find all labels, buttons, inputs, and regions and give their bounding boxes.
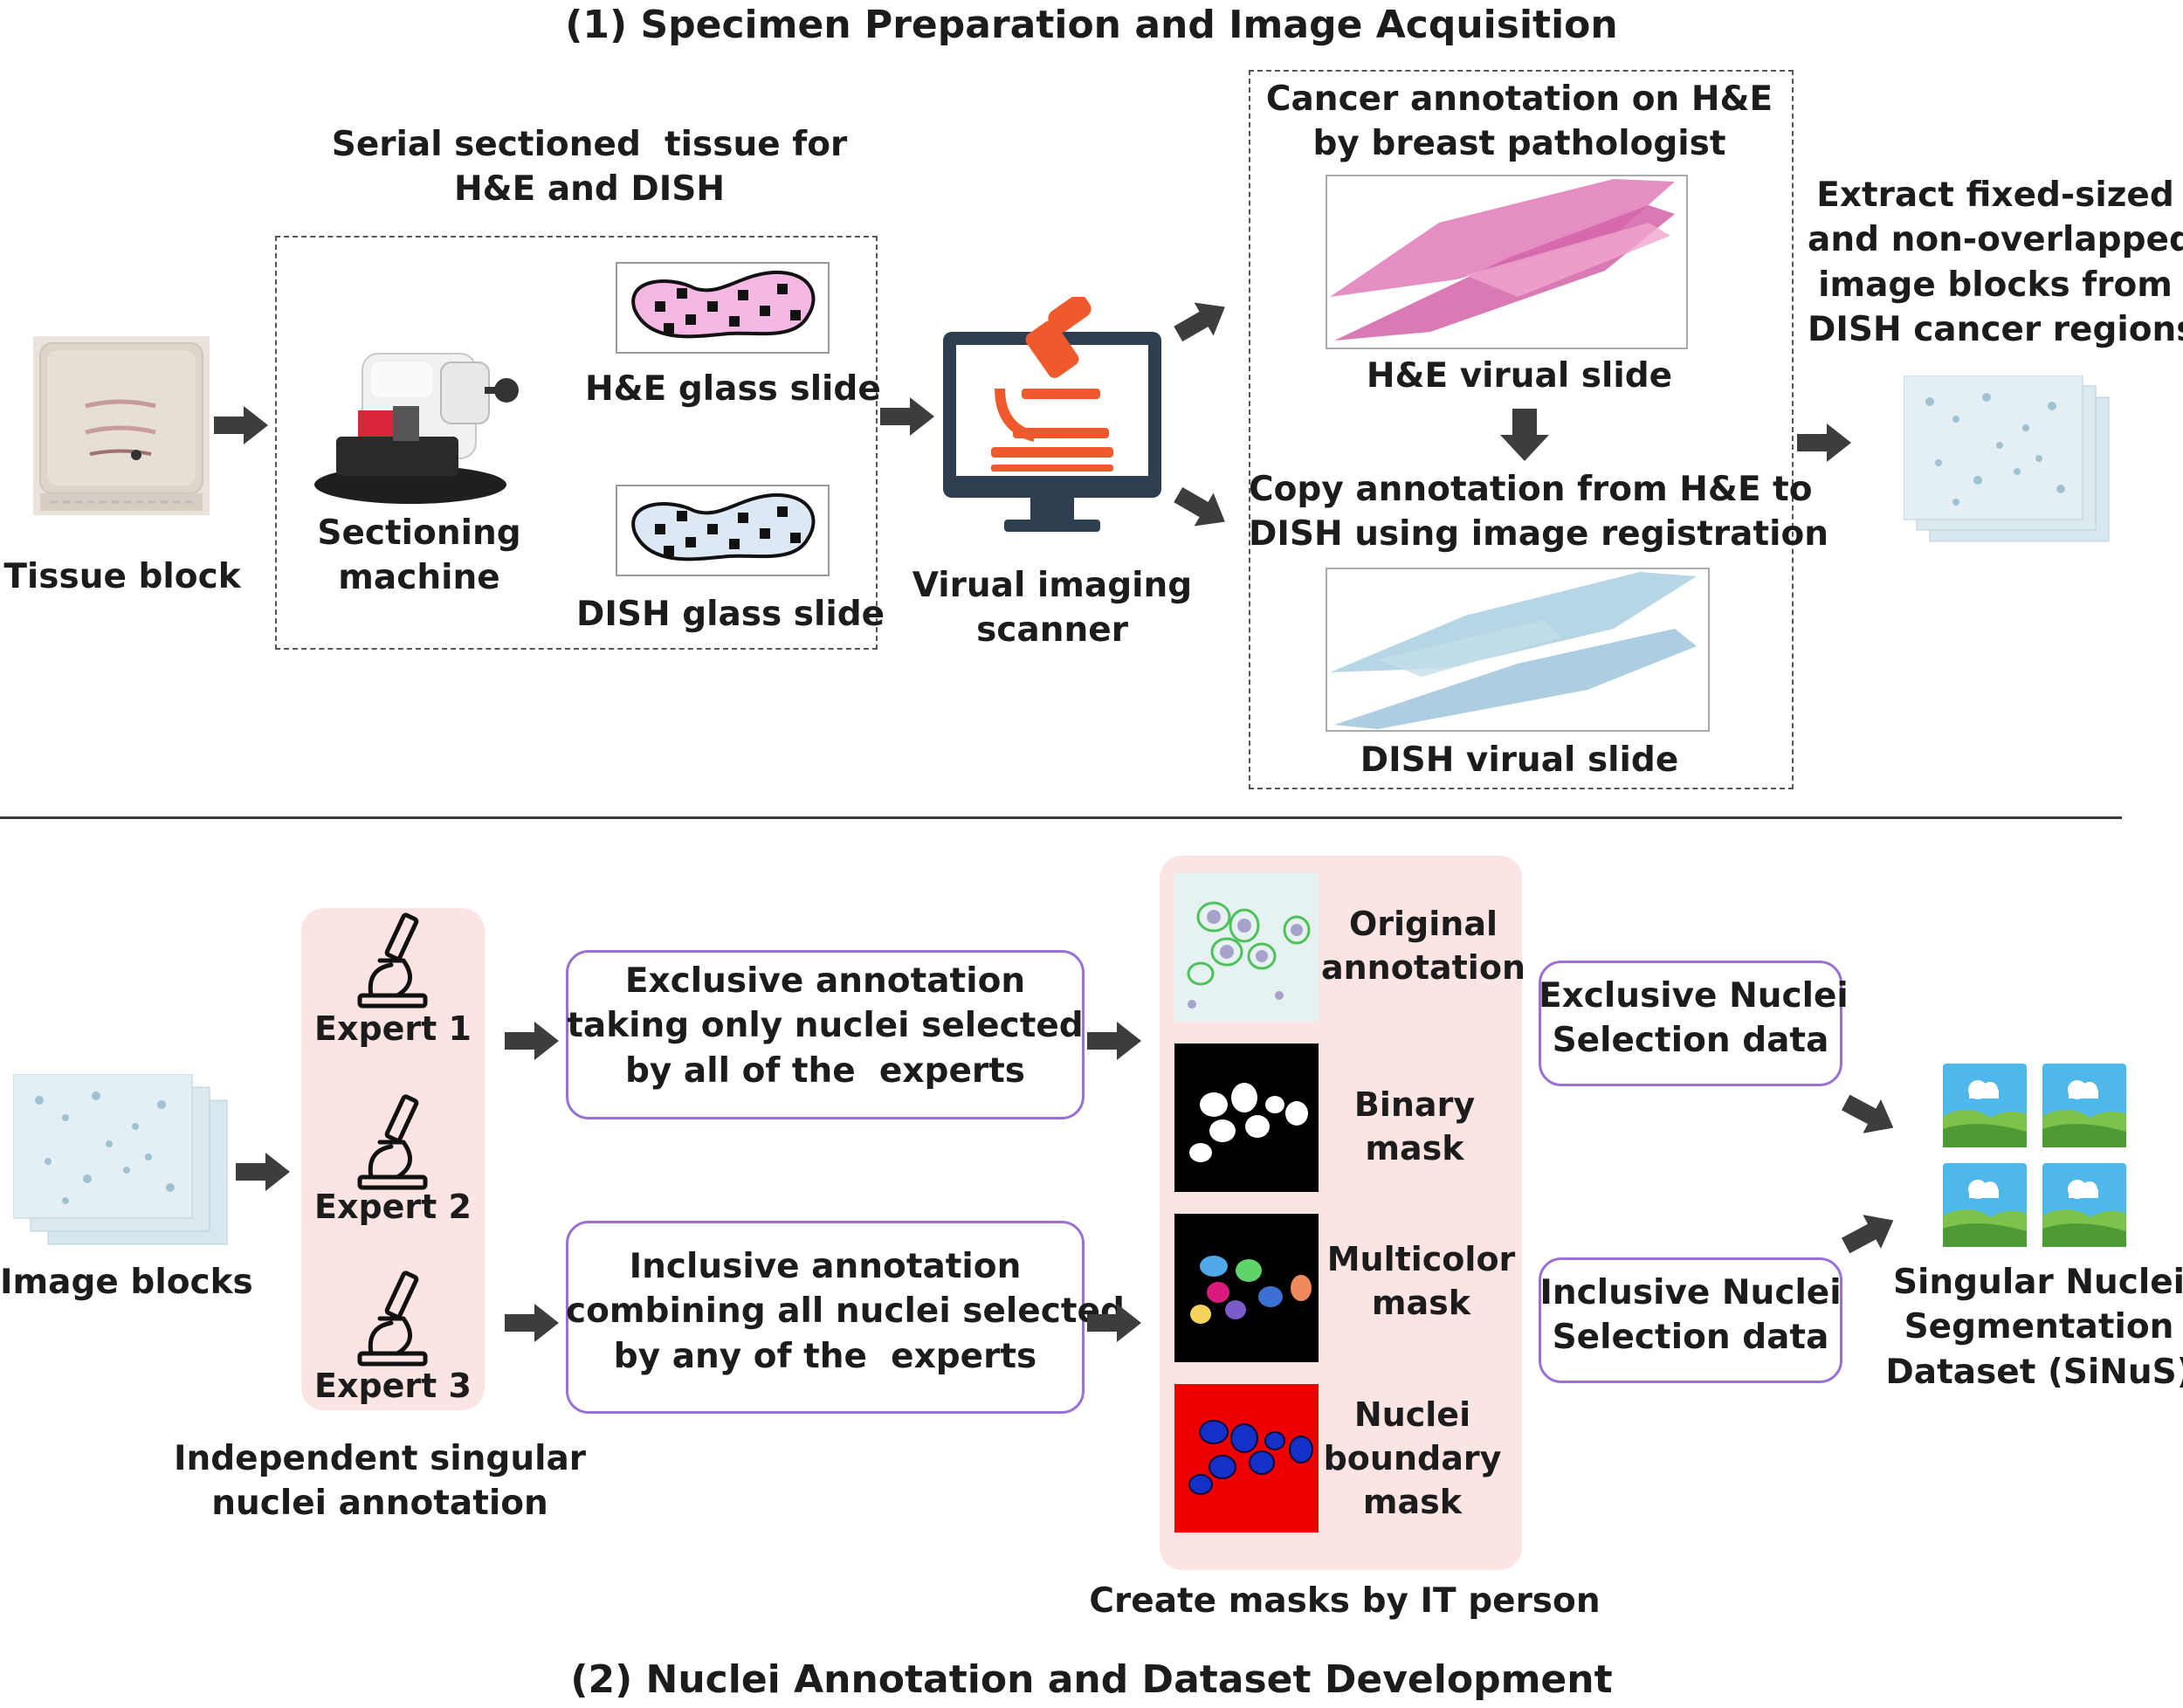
- dataset-images-icon: [1943, 1064, 2128, 1249]
- cancer-annotation-label: Cancer annotation on H&E by breast patho…: [1265, 79, 1773, 164]
- section-divider: [0, 816, 2122, 819]
- binary-mask-image: [1174, 1043, 1319, 1192]
- exclusive-data-label: Exclusive Nuclei Selection data: [1539, 976, 1849, 1061]
- dataset-label: Singular Nuclei Segmentation Dataset (Si…: [1885, 1263, 2183, 1392]
- expert-3-label: Expert 3: [313, 1367, 472, 1405]
- inclusive-annotation-box: [566, 1221, 1085, 1414]
- microscope-icon: [349, 1090, 437, 1195]
- original-annotation-image: [1174, 873, 1319, 1022]
- arrow-icon: [505, 1022, 559, 1060]
- arrow-icon: [1087, 1022, 1141, 1060]
- arrow-icon: [214, 406, 268, 444]
- arrow-up-right-icon: [1168, 290, 1235, 350]
- arrow-down-right-icon: [1168, 478, 1235, 538]
- arrow-down-icon: [1500, 409, 1549, 461]
- arrow-up-right-icon: [1836, 1203, 1902, 1263]
- scanner-monitor-icon: [939, 297, 1166, 537]
- mask-label-original: Original annotation: [1320, 905, 1525, 988]
- microscope-icon: [349, 1266, 437, 1371]
- scanner-label: Virual imaging scanner: [912, 566, 1193, 651]
- create-masks-label: Create masks by IT person: [1089, 1581, 1601, 1621]
- extract-blocks-label: Extract fixed-sized and non-overlapped i…: [1808, 176, 2183, 350]
- copy-annotation-label: Copy annotation from H&E to DISH using i…: [1249, 470, 1829, 554]
- dish-virtual-slide-label: DISH virual slide: [1360, 740, 1679, 780]
- arrow-icon: [1797, 424, 1851, 462]
- image-blocks-stack: [13, 1074, 231, 1249]
- microscope-icon: [349, 908, 437, 1013]
- section1-title: (1) Specimen Preparation and Image Acqui…: [565, 3, 1618, 47]
- image-blocks-stack-top: [1904, 375, 2122, 550]
- sectioning-group-box: [275, 236, 878, 650]
- he-virtual-slide-image: [1326, 175, 1688, 349]
- inclusive-annotation-label: Inclusive annotation combining all nucle…: [566, 1247, 1125, 1376]
- arrow-icon: [505, 1304, 559, 1342]
- arrow-down-right-icon: [1836, 1085, 1902, 1145]
- sectioning-machine-label: Sectioning machine: [317, 513, 521, 598]
- mask-label-boundary: Nuclei boundary mask: [1323, 1395, 1502, 1522]
- mask-label-binary: Binary mask: [1353, 1085, 1476, 1168]
- arrow-icon: [1087, 1304, 1141, 1342]
- expert-2-label: Expert 2: [313, 1188, 472, 1226]
- experts-panel: [301, 908, 485, 1410]
- dish-virtual-slide-image: [1326, 568, 1710, 732]
- he-glass-slide-label: H&E glass slide: [585, 369, 881, 409]
- dish-glass-slide-label: DISH glass slide: [576, 595, 885, 634]
- dish-glass-slide-image: [616, 485, 830, 576]
- annotation-transfer-box: [1249, 70, 1794, 789]
- expert-1-label: Expert 1: [313, 1009, 472, 1048]
- exclusive-annotation-box: [566, 950, 1085, 1119]
- multicolor-mask-image: [1174, 1214, 1319, 1362]
- serial-sectioned-heading: Serial sectioned tissue for H&E and DISH: [331, 125, 848, 210]
- exclusive-data-box: [1539, 961, 1842, 1086]
- he-virtual-slide-label: H&E virual slide: [1366, 356, 1673, 396]
- section2-title: (2) Nuclei Annotation and Dataset Develo…: [570, 1657, 1613, 1702]
- arrow-icon: [880, 397, 934, 436]
- mask-label-multicolor: Multicolor mask: [1326, 1240, 1516, 1323]
- exclusive-annotation-label: Exclusive annotation taking only nuclei …: [567, 961, 1084, 1091]
- inclusive-data-label: Inclusive Nuclei Selection data: [1539, 1273, 1842, 1358]
- inclusive-data-box: [1539, 1257, 1842, 1383]
- arrow-icon: [236, 1153, 290, 1191]
- image-blocks-label: Image blocks: [0, 1263, 253, 1302]
- tissue-block-image: [33, 336, 210, 515]
- microtome-icon: [310, 336, 528, 506]
- tissue-block-label: Tissue block: [3, 557, 241, 596]
- independent-annotation-label: Independent singular nuclei annotation: [173, 1439, 587, 1524]
- he-glass-slide-image: [616, 262, 830, 354]
- boundary-mask-image: [1174, 1384, 1319, 1532]
